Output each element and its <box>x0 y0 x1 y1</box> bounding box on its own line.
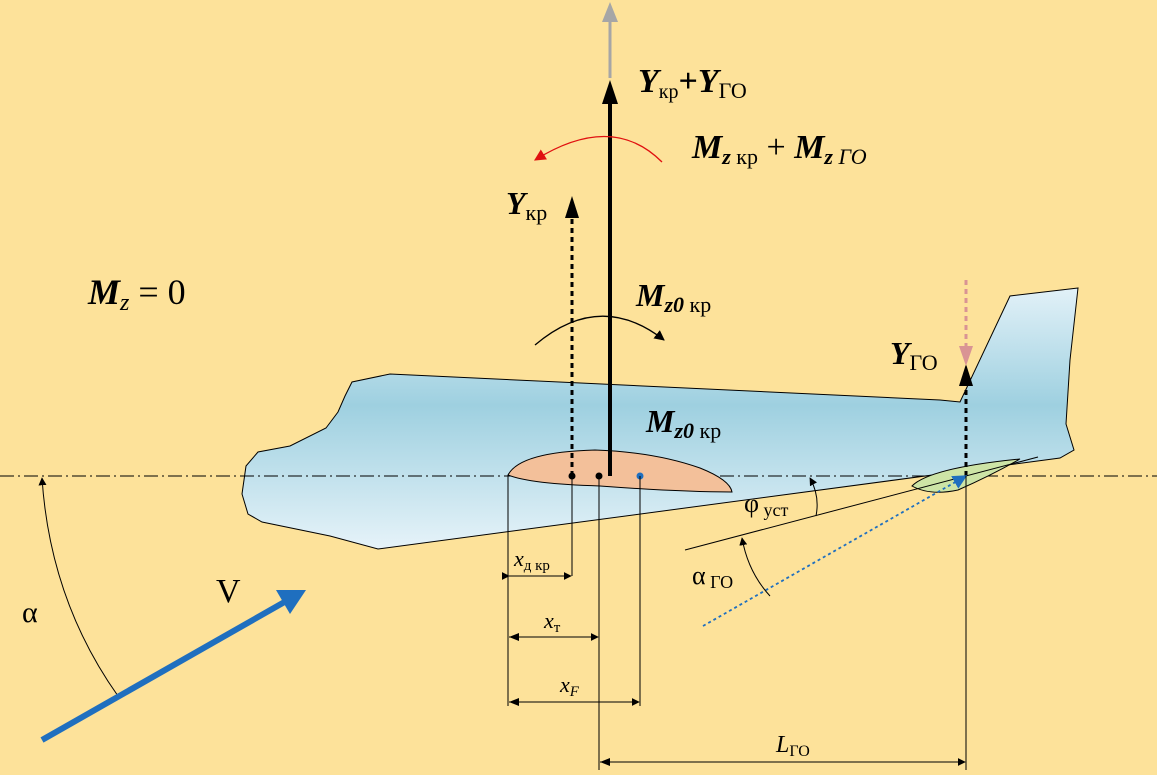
velocity-arrow <box>40 597 290 743</box>
alpha-tail-angle-arc <box>739 537 771 597</box>
phi-angle-arc <box>809 477 818 517</box>
wing-moment-upper-label: Mz0 кр <box>635 277 711 317</box>
alpha-angle-arc <box>38 477 119 697</box>
velocity-label: V <box>216 573 241 610</box>
alpha-label: α <box>22 596 38 629</box>
tail-chord-line <box>684 456 1039 551</box>
x-t-label: xт <box>543 608 561 636</box>
zero-moment-label: Mz = 0 <box>87 272 186 316</box>
x-f-label: xF <box>559 672 580 700</box>
phi-label: φ уст <box>744 489 789 520</box>
total-moment-arc <box>534 135 663 163</box>
tail-lift-label: YГО <box>890 335 938 375</box>
x-d-label: xд кр <box>513 546 550 574</box>
wing-moment-lower-label: Mz0 кр <box>645 403 721 443</box>
dimension-arrows <box>501 572 966 766</box>
wing-lift-arrow-head <box>565 196 579 218</box>
tail-flow-line <box>702 475 968 627</box>
wing-lift-label: Yкр <box>506 185 547 225</box>
velocity-arrow-head <box>276 590 306 614</box>
l-tail-label: LГО <box>775 732 810 760</box>
total-lift-arrow-head <box>602 80 618 104</box>
tail-down-arrow-head <box>959 346 973 366</box>
grey-arrow-head <box>602 2 618 22</box>
total-lift-label: Yкр+YГО <box>638 63 747 103</box>
dimension-arrow-starts <box>509 633 610 766</box>
wing-moment-arc <box>534 315 665 346</box>
tail-lift-arrow-head <box>959 364 973 386</box>
total-moment-label: Mz кр + Mz ГО <box>691 129 867 169</box>
fuselage <box>241 287 1079 550</box>
dimension-lines <box>507 476 967 770</box>
alpha-tail-label: α ГО <box>692 561 733 592</box>
wing-airfoil <box>507 449 733 493</box>
